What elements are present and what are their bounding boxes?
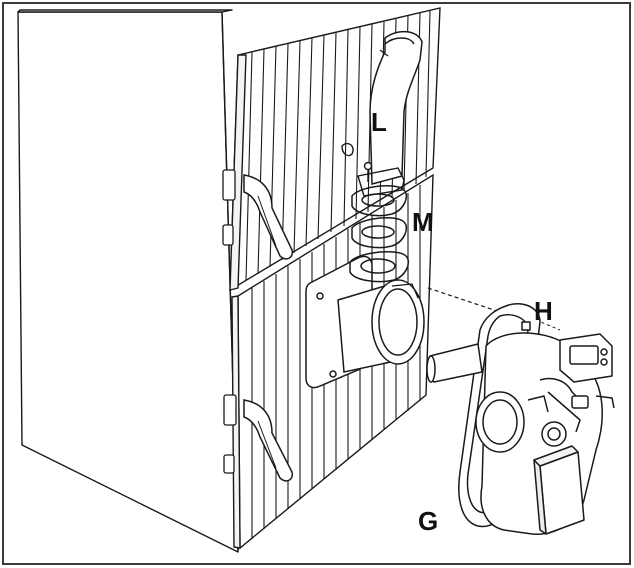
boiler-top-face [17,9,233,13]
label-G: G [418,506,438,536]
label-L: L [371,107,387,137]
door-hinges [222,169,237,474]
gasket-stack [349,184,410,283]
pipe-clamp [341,142,405,197]
gasket-lower [349,251,410,283]
burner-unit [426,302,615,535]
label-H: H [534,296,553,326]
gasket-upper [351,184,408,217]
lower-door-handle [243,399,294,482]
label-M: M [412,207,434,237]
gasket-middle [351,216,408,249]
upper-door-handle [243,174,294,260]
curved-pipe [369,30,423,185]
burner-mount-flange [305,255,425,389]
alignment-line-2 [535,319,561,331]
